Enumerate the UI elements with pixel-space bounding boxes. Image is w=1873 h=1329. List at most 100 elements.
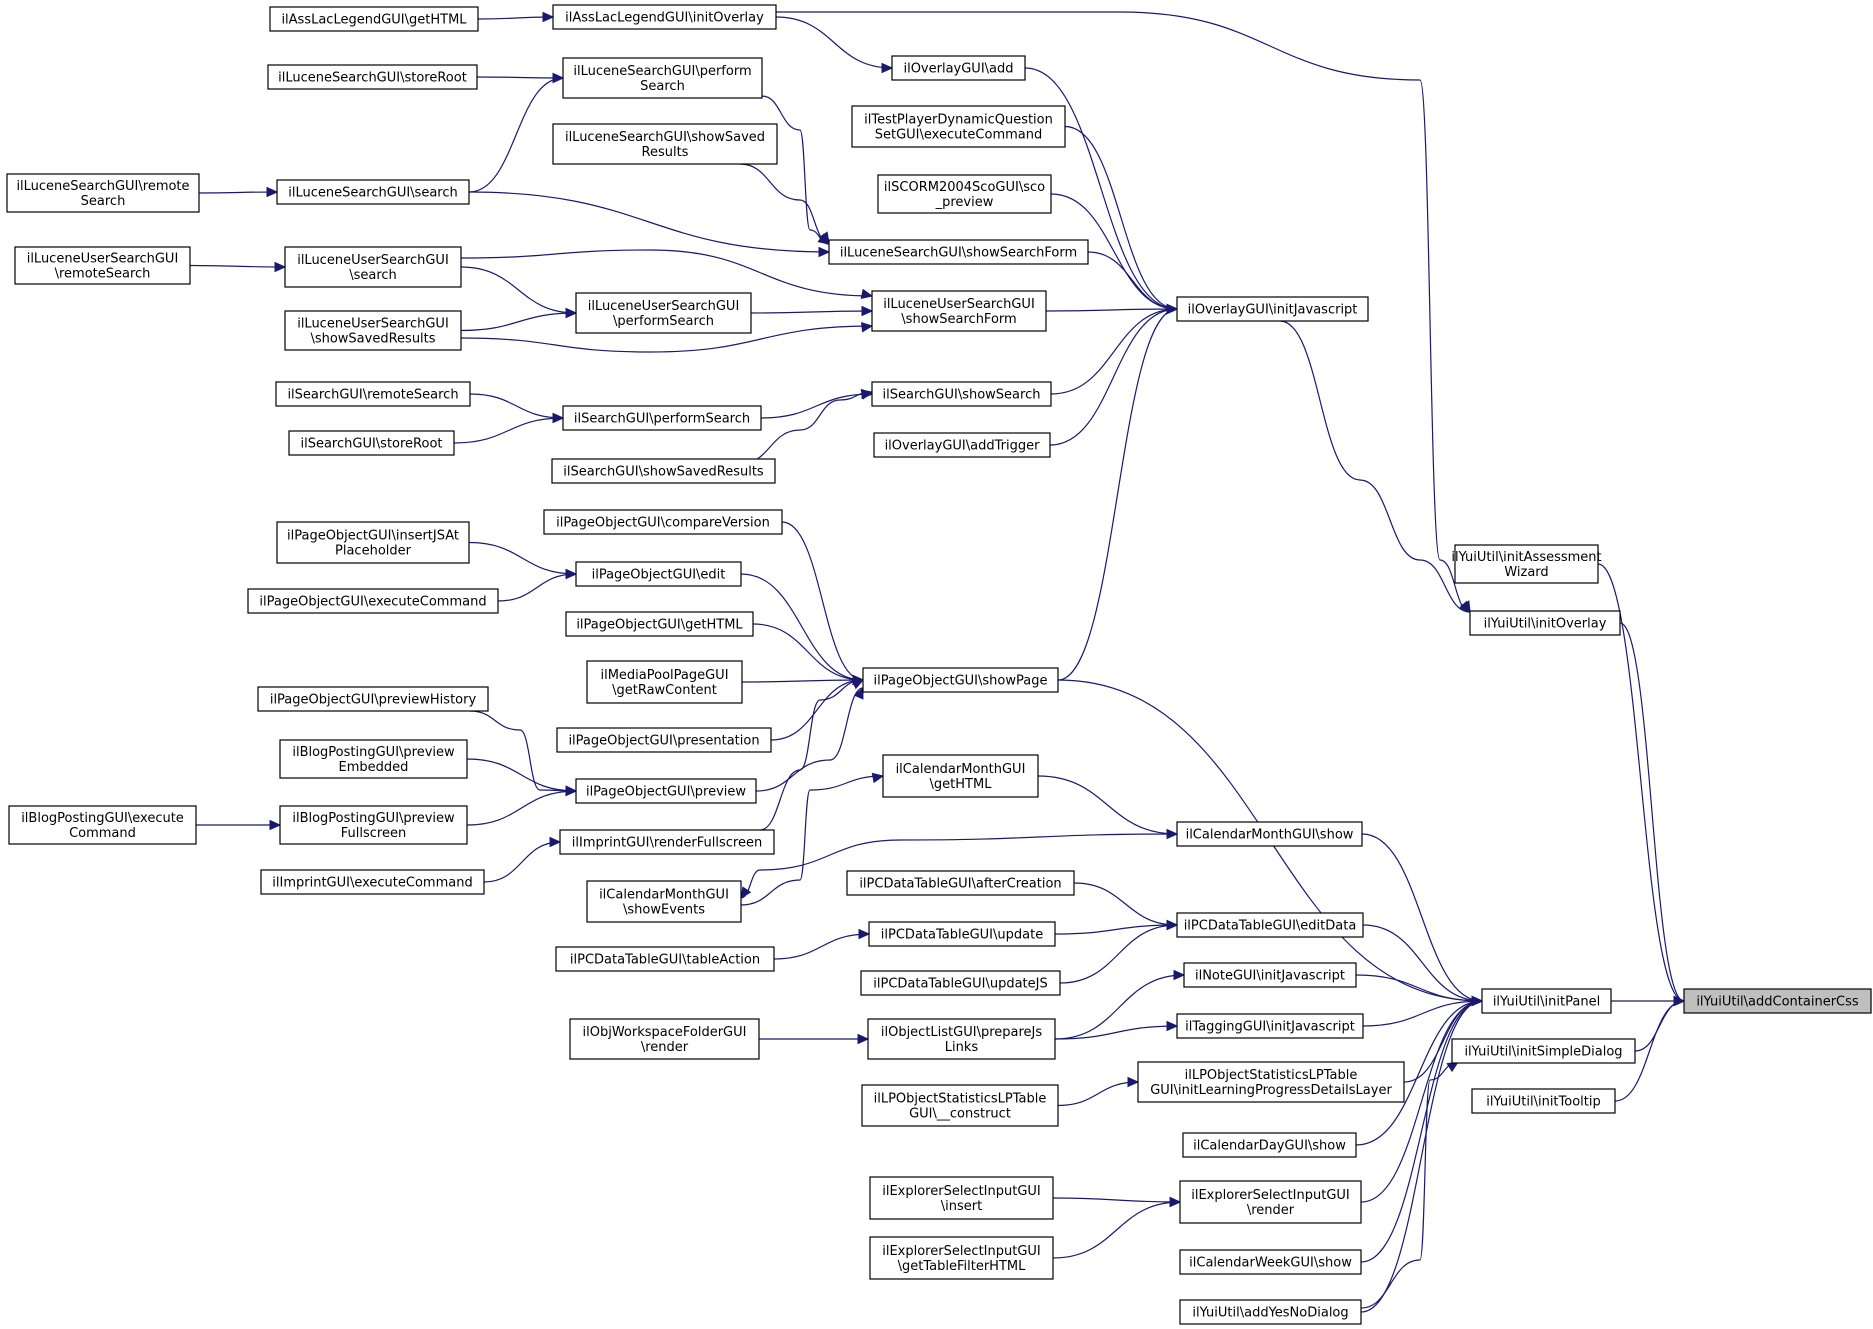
node-box [1179, 1299, 1362, 1325]
edge-arrowhead [740, 886, 752, 900]
node-LuceneUserRemoteSearch[interactable]: ilLuceneUserSearchGUI\remoteSearch [14, 246, 191, 285]
node-PageObjGetHTML[interactable]: ilPageObjectGUI\getHTML [565, 611, 754, 637]
node-LuceneRemoteSearch[interactable]: ilLuceneSearchGUI\remoteSearch [6, 173, 200, 213]
node-SearchShowSaved[interactable]: ilSearchGUI\showSavedResults [551, 458, 776, 484]
node-AssLacLegendInitOverlay[interactable]: ilAssLacLegendGUI\initOverlay [552, 4, 777, 30]
node-label: ilLuceneSearchGUI\storeRoot [278, 71, 467, 86]
node-layer: ilYuiUtil\addContainerCss ilYuiUtil\initA… [6, 4, 1872, 1325]
node-LucenePerformSearch[interactable]: ilLuceneSearchGUI\performSearch [562, 57, 763, 99]
node-SearchRemoteSearch[interactable]: ilSearchGUI\remoteSearch [275, 381, 471, 407]
edge-CalMonthGetHTML-to-CalMonthShow [1037, 775, 1178, 835]
node-TestPlayer[interactable]: ilTestPlayerDynamicQuestionSetGUI\execut… [851, 105, 1066, 148]
node-ImprintExecCmd[interactable]: ilImprintGUI\executeCommand [260, 869, 485, 895]
edge-arrowhead [552, 412, 565, 424]
node-initOverlay[interactable]: ilYuiUtil\initOverlay [1469, 610, 1621, 636]
node-box [877, 174, 1052, 214]
node-label: ilPCDataTableGUI\tableAction [570, 953, 760, 968]
node-SearchPerformSearch[interactable]: ilSearchGUI\performSearch [562, 405, 762, 431]
node-label: ilLuceneSearchGUI\remote [16, 179, 189, 194]
node-ExplorerInsert[interactable]: ilExplorerSelectInputGUI\insert [869, 1176, 1054, 1220]
node-box [284, 246, 462, 288]
node-PageObjExecCmd[interactable]: ilPageObjectGUI\executeCommand [247, 588, 499, 614]
node-root[interactable]: ilYuiUtil\addContainerCss [1683, 988, 1872, 1014]
node-NoteInitJS[interactable]: ilNoteGUI\initJavascript [1183, 962, 1357, 988]
node-LuceneUserShowSearchForm[interactable]: ilLuceneUserSearchGUI\showSearchForm [871, 290, 1047, 332]
edge-arrowhead [851, 679, 865, 690]
node-LuceneStoreRoot[interactable]: ilLuceneSearchGUI\storeRoot [267, 64, 478, 90]
node-initPanel[interactable]: ilYuiUtil\initPanel [1481, 988, 1612, 1014]
node-label: \insert [941, 1199, 982, 1214]
node-PageObjShowPage[interactable]: ilPageObjectGUI\showPage [862, 667, 1059, 693]
node-box [562, 405, 762, 431]
node-PCEditData[interactable]: ilPCDataTableGUI\editData [1176, 912, 1364, 938]
node-PageObjPreviewHistory[interactable]: ilPageObjectGUI\previewHistory [257, 686, 489, 712]
node-CalMonthShowEvents[interactable]: ilCalendarMonthGUI\showEvents [586, 880, 742, 923]
node-PageObjPresentation[interactable]: ilPageObjectGUI\presentation [556, 727, 772, 753]
node-box [873, 432, 1051, 458]
node-label: ilLPObjectStatisticsLPTable [874, 1092, 1047, 1107]
node-OverlayAdd[interactable]: ilOverlayGUI\add [891, 55, 1026, 81]
node-box [279, 739, 468, 779]
edge-TestPlayer-to-OverlayInitJavascript [1064, 125, 1178, 310]
node-label: ilPageObjectGUI\previewHistory [270, 693, 477, 708]
node-LuceneUserSearch[interactable]: ilLuceneUserSearchGUI\search [284, 246, 462, 288]
node-label: ilYuiUtil\initSimpleDialog [1464, 1045, 1622, 1060]
node-ObjWorkspace[interactable]: ilObjWorkspaceFolderGUI\render [569, 1018, 760, 1060]
node-SearchStoreRoot[interactable]: ilSearchGUI\storeRoot [288, 430, 455, 456]
node-PCTableAction[interactable]: ilPCDataTableGUI\tableAction [555, 946, 775, 972]
node-PCUpdateJS[interactable]: ilPCDataTableGUI\updateJS [860, 970, 1061, 996]
node-SearchShowSearch[interactable]: ilSearchGUI\showSearch [871, 381, 1052, 407]
node-CalMonthGetHTML[interactable]: ilCalendarMonthGUI\getHTML [882, 754, 1039, 798]
edge-LuceneUserRemoteSearch-to-LuceneUserSearch [189, 264, 286, 268]
node-ExplorerRender[interactable]: ilExplorerSelectInputGUI\render [1179, 1180, 1362, 1224]
node-BlogExecCmd[interactable]: ilBlogPostingGUI\executeCommand [8, 805, 197, 845]
node-box [276, 179, 470, 205]
node-AssLacLegendGetHTML[interactable]: ilAssLacLegendGUI\getHTML [269, 6, 479, 32]
node-CalWeekShow[interactable]: ilCalendarWeekGUI\show [1179, 1249, 1362, 1275]
edge-arrowhead [552, 72, 565, 84]
node-LuceneShowSearchForm[interactable]: ilLuceneSearchGUI\showSearchForm [828, 239, 1089, 265]
node-PCUpdate[interactable]: ilPCDataTableGUI\update [868, 921, 1056, 947]
node-initTooltip[interactable]: ilYuiUtil\initTooltip [1471, 1088, 1616, 1114]
node-LuceneShowSaved[interactable]: ilLuceneSearchGUI\showSavedResults [552, 123, 778, 165]
edge-arrowhead [860, 288, 874, 300]
node-PageObjCompareVersion[interactable]: ilPageObjectGUI\compareVersion [543, 509, 783, 535]
node-TaggingInitJS[interactable]: ilTaggingGUI\initJavascript [1176, 1013, 1364, 1039]
node-LuceneSearch[interactable]: ilLuceneSearchGUI\search [276, 179, 470, 205]
edge-CalMonthShow-to-CalMonthShowEvents [740, 833, 1178, 899]
node-LuceneUserShowSaved[interactable]: ilLuceneUserSearchGUI\showSavedResults [284, 310, 462, 351]
node-OverlayInitJavascript[interactable]: ilOverlayGUI\initJavascript [1176, 296, 1369, 322]
node-CalMonthShow[interactable]: ilCalendarMonthGUI\show [1176, 821, 1363, 847]
node-CalDayShow[interactable]: ilCalendarDayGUI\show [1182, 1132, 1357, 1158]
node-AddYesNo[interactable]: ilYuiUtil\addYesNoDialog [1179, 1299, 1362, 1325]
edge-AssLacLegendGetHTML-to-AssLacLegendInitOverlay [477, 16, 554, 20]
node-MediaPool[interactable]: ilMediaPoolPageGUI\getRawContent [586, 660, 743, 704]
node-box [851, 105, 1066, 148]
node-label: Wizard [1504, 565, 1548, 580]
node-ExplorerFilter[interactable]: ilExplorerSelectInputGUI\getTableFilterH… [869, 1236, 1054, 1280]
node-box [891, 55, 1026, 81]
node-label: ilOverlayGUI\addTrigger [885, 439, 1041, 454]
edge-arrowhead [871, 772, 885, 784]
node-label: Search [81, 194, 126, 209]
node-label: ilYuiUtil\addContainerCss [1696, 995, 1859, 1010]
node-label: GUI\__construct [909, 1107, 1011, 1122]
node-ImprintRender[interactable]: ilImprintGUI\renderFullscreen [559, 829, 775, 855]
node-LPInitLayer[interactable]: ilLPObjectStatisticsLPTableGUI\initLearn… [1137, 1061, 1405, 1103]
edge-LuceneRemoteSearch-to-LuceneSearch [198, 191, 278, 194]
node-Scorm[interactable]: ilSCORM2004ScoGUI\sco_preview [877, 174, 1052, 214]
node-initSimpleDialog[interactable]: ilYuiUtil\initSimpleDialog [1451, 1038, 1636, 1064]
node-label: ilCalendarDayGUI\show [1193, 1139, 1346, 1154]
node-LPConstruct[interactable]: ilLPObjectStatisticsLPTableGUI\__constru… [861, 1084, 1059, 1127]
node-OverlayAddTrigger[interactable]: ilOverlayGUI\addTrigger [873, 432, 1051, 458]
node-PageObjEdit[interactable]: ilPageObjectGUI\edit [575, 561, 742, 587]
edge-PageObjCompareVersion-to-PageObjShowPage [781, 521, 864, 681]
node-PCAfterCreation[interactable]: ilPCDataTableGUI\afterCreation [846, 870, 1075, 896]
node-LuceneUserPerformSearch[interactable]: ilLuceneUserSearchGUI\performSearch [575, 292, 752, 334]
node-PageObjPreview[interactable]: ilPageObjectGUI\preview [575, 778, 757, 804]
